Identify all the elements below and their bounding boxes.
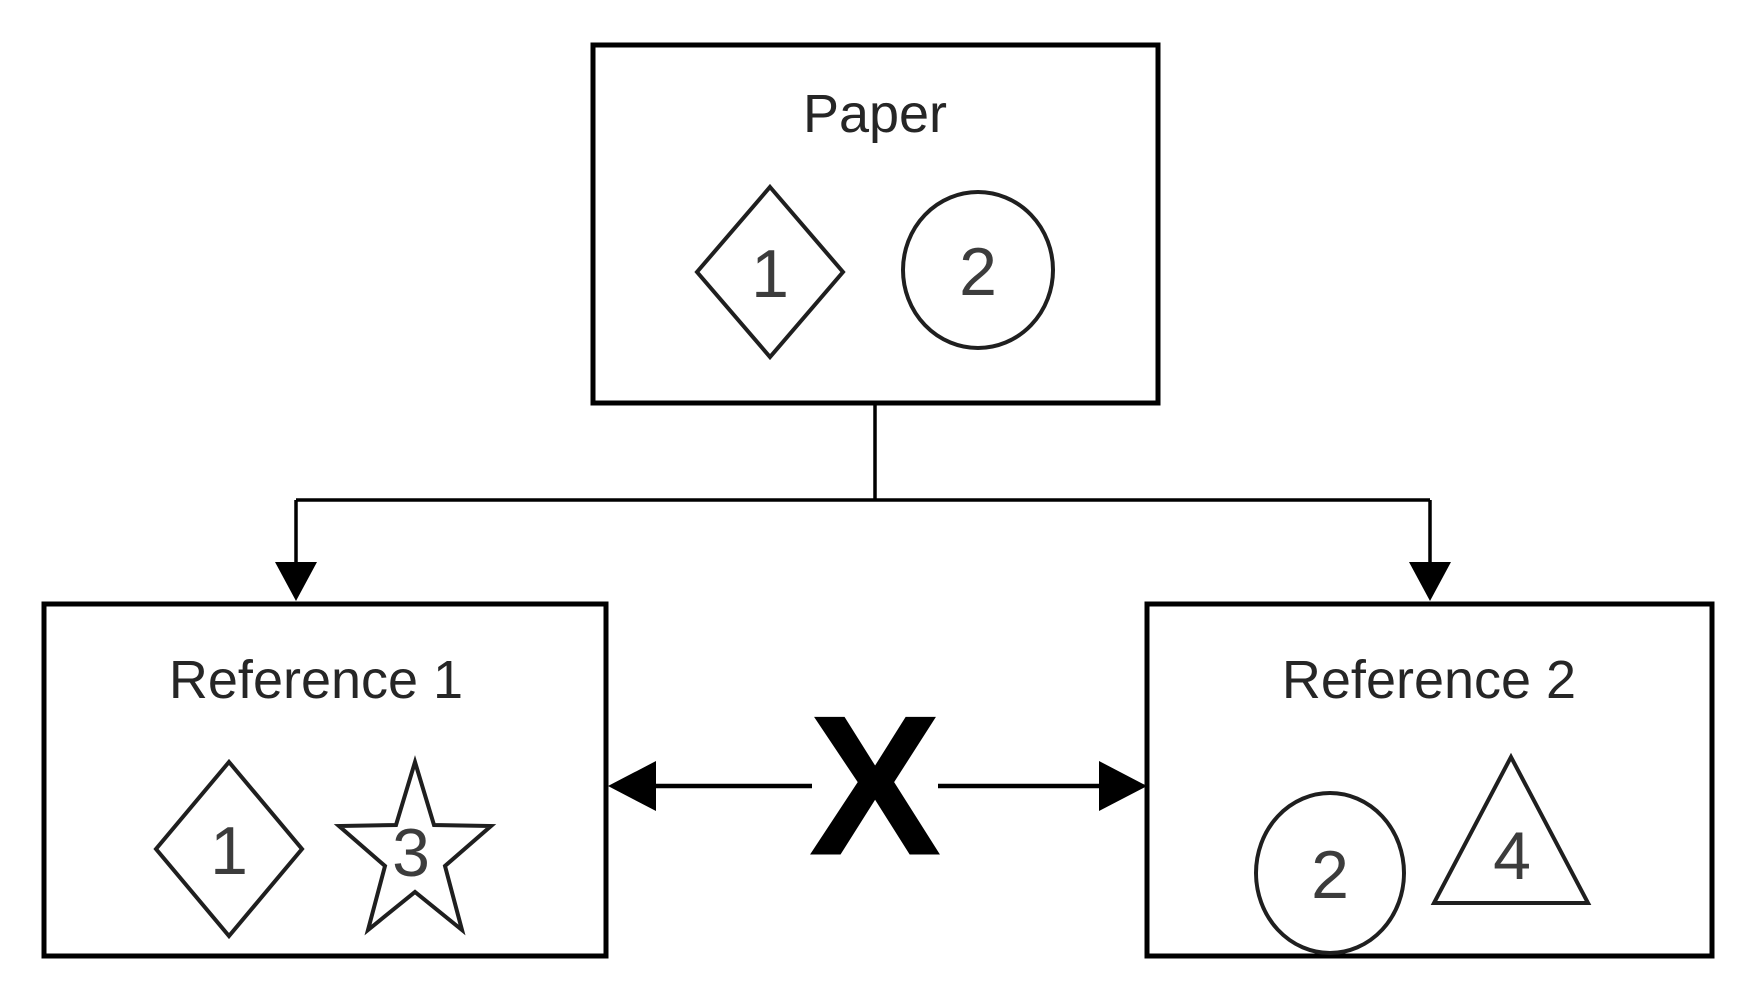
paper-node: Paper 1 2 bbox=[590, 42, 1161, 406]
paper-node-box bbox=[590, 42, 1161, 406]
arrowhead-down-icon bbox=[275, 562, 317, 601]
diamond-number: 1 bbox=[751, 236, 789, 312]
reference1-node: Reference 1 1 3 bbox=[41, 601, 609, 959]
circle-number: 2 bbox=[1311, 837, 1349, 913]
circle-icon bbox=[901, 190, 1055, 350]
reference2-node-box bbox=[1144, 601, 1715, 959]
reference1-node-label: Reference 1 bbox=[169, 650, 463, 710]
arrowhead-right-icon bbox=[1099, 761, 1147, 811]
edge-paper-to-reference2 bbox=[1409, 500, 1451, 601]
reference2-node-label: Reference 2 bbox=[1282, 650, 1576, 710]
blocked-x-mark: X bbox=[808, 675, 941, 898]
arrowhead-left-icon bbox=[608, 761, 656, 811]
star-number: 3 bbox=[392, 815, 430, 891]
star-icon bbox=[333, 755, 497, 936]
triangle-icon bbox=[1430, 752, 1592, 905]
diamond-icon bbox=[153, 758, 305, 940]
circle-number: 2 bbox=[959, 234, 997, 310]
diamond-number: 1 bbox=[210, 813, 248, 889]
edge-paper-to-references bbox=[275, 403, 1451, 601]
edge-reference1-reference2-blocked: X bbox=[608, 675, 1147, 898]
circle-icon bbox=[1254, 791, 1406, 955]
triangle-number: 4 bbox=[1493, 818, 1531, 894]
arrowhead-down-icon bbox=[1409, 562, 1451, 601]
reference1-node-box bbox=[41, 601, 609, 959]
reference2-node: Reference 2 2 4 bbox=[1144, 601, 1715, 959]
diamond-icon bbox=[694, 183, 846, 361]
edge-paper-to-reference1 bbox=[275, 500, 317, 601]
paper-node-label: Paper bbox=[803, 84, 947, 144]
